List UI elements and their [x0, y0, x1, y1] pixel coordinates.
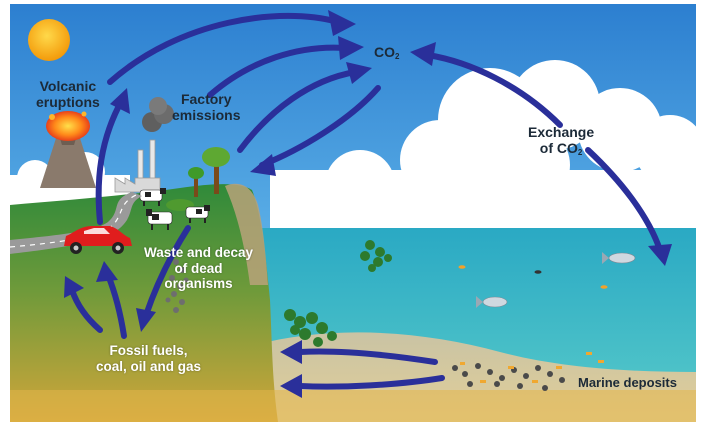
cow-icon	[139, 188, 210, 230]
label-volcanic-line1: Volcanic	[39, 78, 97, 94]
label-exchange-line2-sub: 2	[577, 148, 583, 158]
arrow-factory-to-co2-1	[207, 44, 348, 98]
label-fossil-fuels: Fossil fuels, coal, oil and gas	[96, 343, 201, 374]
car-icon	[64, 226, 132, 254]
label-exchange-line1: Exchange	[528, 124, 595, 140]
arrow-co2-to-sea	[585, 147, 663, 253]
arrow-volcano-to-co2	[107, 12, 341, 85]
arrow-car-to-air	[95, 97, 125, 225]
marine-deposit-pile	[452, 352, 604, 391]
scene-frame	[9, 4, 705, 422]
label-fossil-line1: Fossil fuels,	[109, 343, 188, 358]
label-volcanic-eruptions: Volcanic eruptions	[36, 78, 100, 110]
arrow-heads	[64, 10, 672, 398]
arrow-co2-to-land	[259, 85, 381, 168]
arrow-marine-to-fossil-1	[297, 348, 438, 365]
arrow-factory-to-co2-2	[237, 69, 358, 153]
label-factory-line2: emissions	[172, 107, 241, 124]
arrow-sea-to-co2	[425, 52, 563, 128]
volcano-icon	[40, 111, 96, 188]
cliff	[225, 183, 268, 285]
label-factory-emissions: Factory emissions	[172, 91, 240, 123]
factory-icon	[114, 97, 174, 193]
label-co2-sub: 2	[395, 52, 400, 61]
label-co2: CO2	[374, 44, 399, 61]
road	[10, 192, 142, 254]
label-exchange-line2-base: of CO	[539, 140, 578, 157]
label-waste-line3: organisms	[164, 276, 233, 292]
label-marine-deposits: Marine deposits	[578, 375, 677, 391]
arrow-marine-to-fossil-2	[297, 375, 445, 390]
label-fossil-line2: coal, oil and gas	[96, 358, 202, 374]
cloud-icon	[10, 60, 705, 230]
label-exchange-line2: of CO2	[528, 140, 594, 157]
label-factory-line1: Factory	[180, 91, 232, 107]
arrow-cows-to-organisms	[143, 225, 191, 318]
seaweed-icon	[284, 240, 392, 347]
label-exchange-co2: Exchange of CO2	[528, 124, 594, 157]
sun-icon	[28, 19, 70, 61]
label-waste-decay: Waste and decay of dead organisms	[144, 245, 253, 292]
label-volcanic-line2: eruptions	[36, 94, 100, 111]
buried-remains	[165, 259, 189, 313]
label-waste-line1: Waste and decay	[144, 245, 254, 260]
label-co2-base: CO	[374, 44, 395, 60]
fish-icon	[458, 252, 636, 308]
label-marine-text: Marine deposits	[578, 375, 677, 390]
label-waste-line2: of dead	[174, 260, 223, 276]
